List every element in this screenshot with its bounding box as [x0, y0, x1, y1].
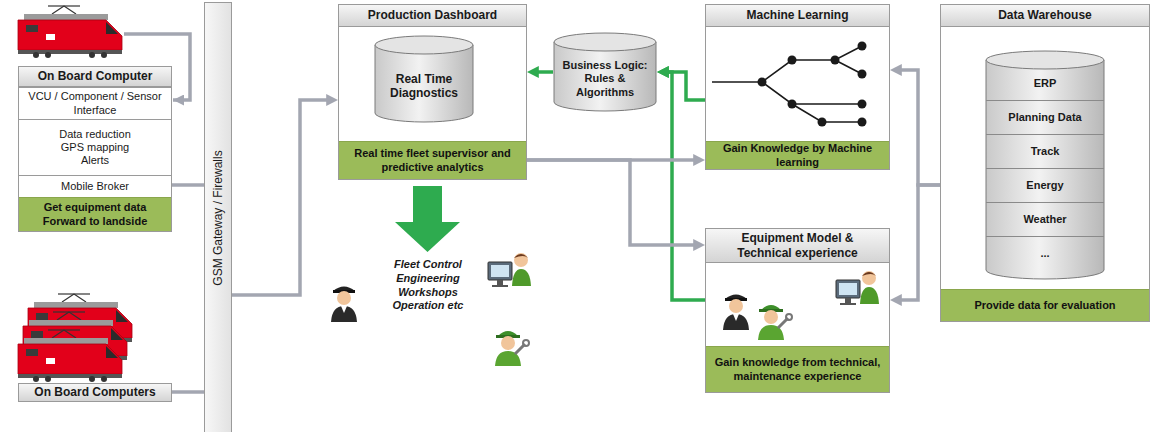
output-arrow — [395, 186, 460, 252]
box-text: Gain Knowledge by Machine learning — [706, 142, 889, 169]
operator-icon — [488, 253, 531, 287]
data-connector — [171, 183, 204, 187]
role-band: Gain knowledge from technical, maintenan… — [706, 346, 889, 392]
cylinder-outline — [941, 5, 1149, 321]
broker-row: Mobile Broker — [19, 175, 171, 197]
role-band: Gain Knowledge by Machine learning — [706, 141, 889, 169]
operator-icon — [836, 271, 879, 305]
role-band: Real time fleet supervisor and predictiv… — [339, 141, 526, 179]
computer-panel: On Board ComputerVCU / Component / Senso… — [18, 66, 172, 232]
box-text: Real Time Diagnostics — [374, 35, 474, 123]
logic-connector — [664, 72, 705, 100]
conductor-icon — [331, 287, 357, 323]
cylinder-top — [375, 36, 473, 54]
box-text: VCU / Component / Sensor Interface — [19, 88, 171, 119]
data-connector — [232, 100, 331, 295]
data-connector — [527, 160, 698, 245]
panel-heading: Equipment Model & Technical experience — [706, 229, 889, 263]
data-connector — [897, 185, 940, 300]
data-source-row: Planning Data — [986, 101, 1104, 135]
data-source-row: ERP — [986, 67, 1104, 101]
conductor-icon — [723, 295, 749, 331]
cylinder-outline — [553, 32, 657, 112]
data-connector — [897, 70, 940, 185]
role-band: Provide data for evaluation — [941, 289, 1149, 321]
data-connector — [172, 390, 204, 394]
box-text: Real time fleet supervisor and predictiv… — [339, 142, 526, 179]
box-text: ... — [986, 237, 1104, 271]
worker-icon — [758, 305, 792, 340]
gateway-band: GSM Gateway / Firewalls — [204, 2, 232, 432]
logic-connector — [534, 70, 553, 74]
locomotive-group — [18, 294, 132, 382]
box-text: ERP — [986, 67, 1104, 100]
computers-box: On Board Computers — [18, 383, 172, 402]
box-text: Get equipment data Forward to landside — [19, 198, 171, 231]
panel-heading: Data Warehouse — [941, 5, 1149, 27]
box-text: Energy — [986, 169, 1104, 202]
learning-panel: Machine LearningGain Knowledge by Machin… — [705, 4, 890, 170]
box-text: Planning Data — [986, 101, 1104, 134]
data-source-row: Weather — [986, 203, 1104, 237]
cylinder-body — [986, 60, 1104, 279]
box-text: Mobile Broker — [19, 176, 171, 197]
diagnostics-cylinder: Real Time Diagnostics — [374, 35, 474, 123]
logic-cylinder: Business Logic: Rules & Algorithms — [553, 32, 657, 112]
data-source-row: ... — [986, 237, 1104, 271]
interface-row: VCU / Component / Sensor Interface — [19, 87, 171, 119]
data-source-row: Track — [986, 135, 1104, 169]
panel-heading: Production Dashboard — [339, 5, 526, 27]
box-text: Data reduction GPS mapping Alerts — [19, 120, 171, 175]
box-text: Provide data for evaluation — [941, 290, 1149, 321]
role-band: Get equipment data Forward to landside — [19, 197, 171, 231]
worker-icon — [495, 331, 529, 366]
function-row: Data reduction GPS mapping Alerts — [19, 119, 171, 175]
logic-connector — [664, 72, 705, 300]
warehouse-panel: Data WarehouseERPPlanning DataTrackEnerg… — [940, 4, 1150, 322]
panel-heading: Machine Learning — [706, 5, 889, 27]
box-text: Business Logic: Rules & Algorithms — [553, 32, 657, 112]
locomotive — [18, 6, 122, 58]
box-text: Track — [986, 135, 1104, 168]
box-text: Weather — [986, 203, 1104, 236]
panel-heading: On Board Computer — [19, 67, 171, 87]
decision-tree — [712, 42, 867, 127]
band-text: GSM Gateway / Firewalls — [211, 150, 225, 285]
note-label: Fleet Control Engineering Workshops Oper… — [380, 258, 476, 313]
dashboard-panel: Production DashboardReal Time Diagnostic… — [338, 4, 527, 180]
equipment-panel: Equipment Model & Technical experienceGa… — [705, 228, 890, 393]
box-text: On Board Computers — [19, 384, 171, 401]
box-text: Gain knowledge from technical, maintenan… — [706, 347, 889, 392]
data-source-row: Energy — [986, 169, 1104, 203]
cylinder-top — [554, 33, 656, 51]
